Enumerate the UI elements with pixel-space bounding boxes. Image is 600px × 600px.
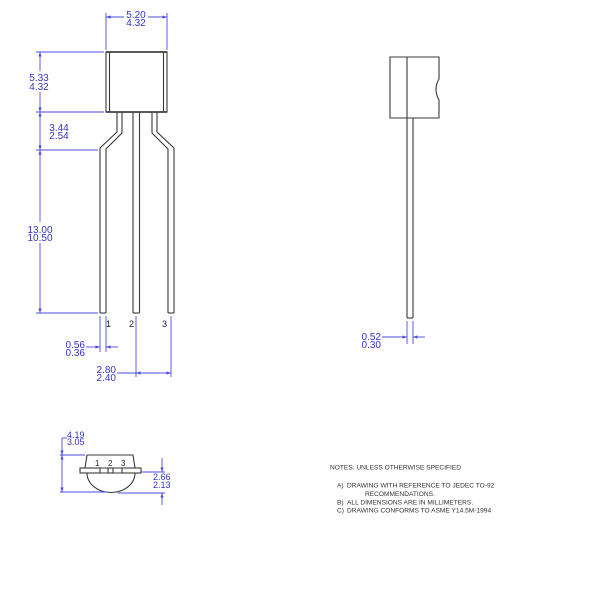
dim-text-max: 5.20: [126, 10, 146, 21]
lead-pitch-dimension: 2.80 2.40: [97, 316, 172, 384]
pin-label-3: 3: [162, 319, 167, 329]
flat-to-round-dimension: 2.66 2.13: [118, 458, 171, 505]
note-c-line1: DRAWING CONFORMS TO ASME Y14.5M-1994: [347, 508, 491, 515]
note-a-label: A): [337, 483, 344, 490]
dim-text-min: 0.36: [66, 348, 86, 359]
dim-text-min: 4.32: [126, 18, 146, 29]
note-a-line1: DRAWING WITH REFERENCE TO JEDEC TO-92: [347, 483, 495, 490]
bottom-pin-label-2: 2: [108, 459, 113, 468]
dim-text-min: 4.32: [29, 82, 49, 93]
lead-shoulder-dimension: 3.44 2.54: [38, 112, 69, 150]
notes-block: NOTES: UNLESS OTHERWISE SPECIFIED A) DRA…: [330, 465, 495, 515]
bottom-pin-label-3: 3: [121, 459, 126, 468]
note-b-line1: ALL DIMENSIONS ARE IN MILLIMETERS.: [347, 500, 473, 507]
note-a-line2: RECOMMENDATIONS.: [365, 491, 435, 498]
dim-text-max: 0.52: [362, 332, 382, 343]
dim-text-min: 3.05: [67, 437, 85, 447]
lead-width-dimension: 0.56 0.36: [66, 316, 118, 359]
dim-text-max: 2.66: [153, 472, 171, 482]
pad-1: [79, 467, 101, 474]
body-height-dimension: 5.33 4.32: [29, 52, 49, 112]
notes-title: NOTES: UNLESS OTHERWISE SPECIFIED: [330, 465, 461, 472]
body-width-dimension: 5.20 4.32: [105, 10, 168, 50]
dim-text-min: 2.13: [153, 480, 171, 490]
dim-text-max: 2.80: [97, 365, 117, 376]
dim-text-max: 5.33: [29, 73, 49, 84]
left-extension-lines: [36, 51, 104, 314]
pad-2: [107, 467, 114, 474]
note-c-label: C): [337, 508, 344, 515]
bottom-lead-pads: [79, 467, 142, 474]
dim-text-min: 0.30: [362, 340, 382, 351]
bottom-pin-label-1: 1: [95, 459, 100, 468]
body-depth-dimension: 4.19 3.05: [60, 430, 108, 493]
pad-3: [121, 467, 142, 474]
note-b-label: B): [337, 500, 344, 507]
side-view: 0.52 0.30: [362, 56, 440, 351]
dim-text-max: 4.19: [67, 430, 85, 440]
lead-3: [151, 112, 175, 314]
dim-text-max: 3.44: [49, 123, 69, 134]
bottom-view: 1 2 3 4.19 3.05 2.66 2.13: [60, 430, 171, 505]
lead-1: [99, 112, 123, 314]
dim-text-min: 10.50: [27, 233, 52, 244]
front-view: 1 2 3 5.20 4.32 5.33 4.32 3.4: [27, 10, 175, 384]
dim-text-min: 2.40: [97, 373, 117, 384]
side-lead: [406, 118, 414, 319]
pin-label-1: 1: [106, 319, 111, 329]
lead-length-dimension: 13.00 10.50: [27, 150, 53, 313]
side-body-outline: [389, 56, 440, 119]
dim-text-max: 0.56: [66, 340, 86, 351]
lead-thickness-dimension: 0.52 0.30: [362, 321, 425, 351]
pin-label-2: 2: [129, 319, 134, 329]
dim-text-min: 2.54: [49, 131, 69, 142]
lead-2: [132, 112, 141, 314]
front-body-outline: [105, 51, 168, 113]
dim-text-max: 13.00: [27, 225, 52, 236]
